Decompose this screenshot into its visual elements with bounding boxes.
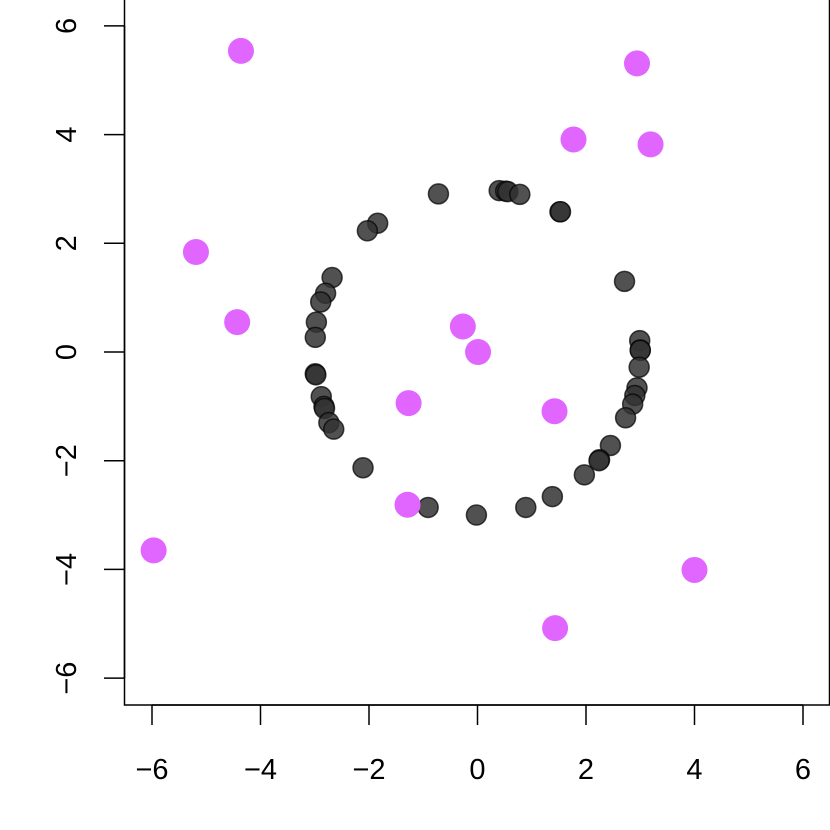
ring-point [305,364,327,386]
x-tick-label: −6 [135,754,168,786]
y-tick-label: 6 [51,18,83,34]
ring-point [417,496,439,519]
data-points [140,37,708,642]
x-tick-label: −4 [244,754,277,786]
y-tick-label: −2 [51,444,83,477]
x-tick-label: 0 [469,754,485,786]
ring-point [541,485,564,508]
ring-point [304,326,327,349]
ring-point [322,418,345,440]
y-axis: −6 −4 −2 0 2 4 6 [51,18,126,695]
y-tick-label: 2 [51,235,83,251]
ring-point [599,434,622,457]
scatter-point [140,537,167,564]
scatter-point [182,238,209,265]
ring-point [588,449,610,472]
ring-point [628,356,650,378]
ring-point [549,201,572,223]
x-axis: −6 −4 −2 0 2 4 6 [135,704,811,786]
scatter-point [227,37,254,64]
ring-point [573,464,596,486]
scatter-point [541,398,568,425]
scatter-point [560,126,587,153]
y-tick-label: −4 [51,553,83,586]
scatter-point [542,615,569,642]
y-tick-label: 4 [51,127,83,143]
ring-point [515,496,537,519]
ring-point [509,183,531,206]
y-tick-label: −6 [51,662,83,695]
ring-point [352,457,374,479]
x-tick-label: −2 [352,754,385,786]
ring-point [613,270,636,293]
x-tick-label: 2 [578,754,594,786]
ring-point [356,220,379,242]
scatter-point [449,313,476,340]
ring-point [309,291,332,313]
ring-point [614,407,637,429]
x-tick-label: 6 [795,754,811,786]
scatter-point [637,131,664,158]
scatter-point [681,556,708,583]
scatter-point [224,309,251,336]
x-tick-label: 4 [686,754,702,786]
scatter-point [394,491,421,518]
y-tick-label: 0 [51,344,83,360]
scatter-point [465,339,492,365]
ring-point [427,183,450,205]
scatter-point [395,390,422,417]
ring-point [465,504,488,526]
scatter-point [623,50,650,77]
